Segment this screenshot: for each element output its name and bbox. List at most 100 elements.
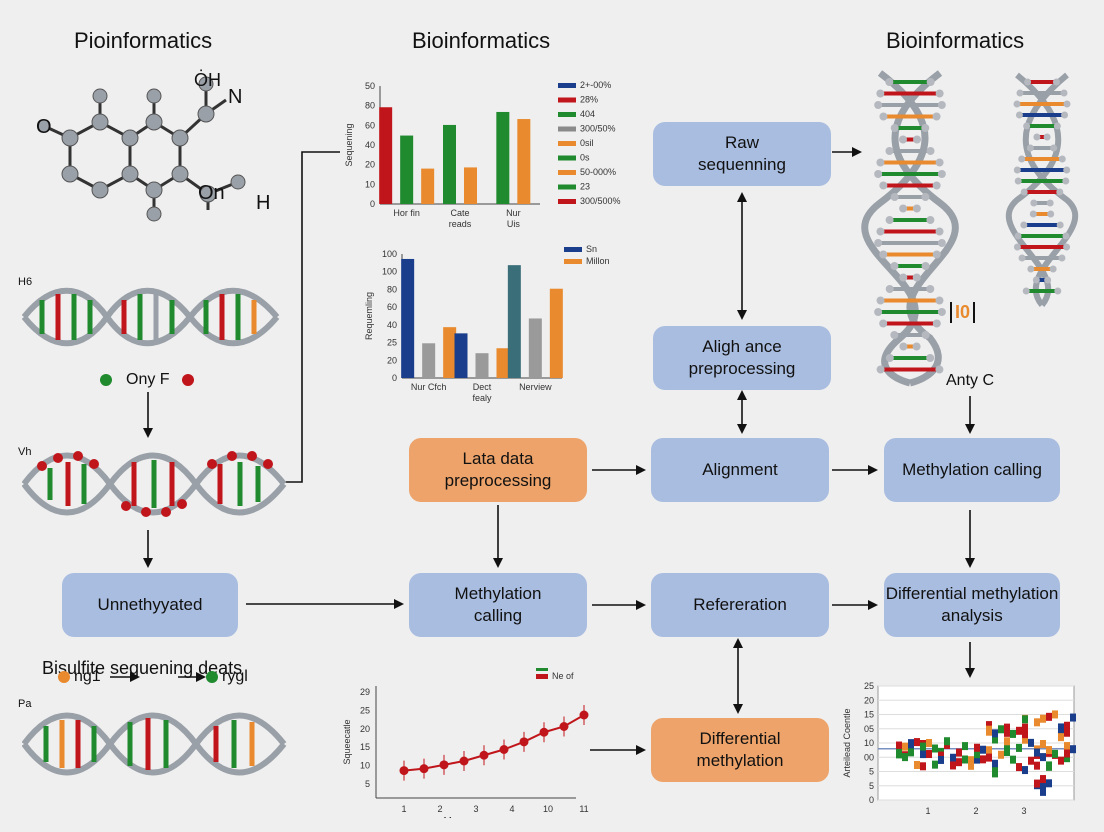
heat-cell bbox=[968, 756, 974, 765]
dna-strand-3 bbox=[22, 712, 287, 776]
y-tick-label: 20 bbox=[387, 355, 397, 365]
y-tick-label: 5 bbox=[365, 779, 370, 789]
heat-cell bbox=[956, 758, 962, 767]
y-tick-label: 25 bbox=[864, 681, 874, 691]
heat-cell bbox=[1040, 753, 1046, 762]
x-tick-label: 3 bbox=[473, 804, 478, 814]
helix-bead bbox=[935, 158, 944, 167]
bar bbox=[401, 258, 415, 378]
legend-swatch bbox=[558, 126, 576, 132]
heat-cell bbox=[986, 746, 992, 755]
helix-bead bbox=[1018, 155, 1026, 163]
helix-bead bbox=[1050, 144, 1058, 152]
helix-bead bbox=[890, 193, 899, 201]
bar bbox=[496, 348, 510, 378]
bar bbox=[443, 124, 456, 204]
data-point bbox=[399, 766, 409, 776]
io-label: I0 bbox=[950, 302, 976, 323]
heat-cell bbox=[1034, 761, 1040, 770]
x-tick-label: 1 bbox=[401, 804, 406, 814]
refereration-box[interactable]: Refereration bbox=[651, 573, 829, 637]
helix-bead bbox=[1020, 221, 1028, 229]
helix-bead bbox=[1062, 232, 1070, 240]
helix-bead bbox=[1063, 100, 1071, 108]
alignment-box[interactable]: Alignment bbox=[651, 438, 829, 502]
methylation-calling-right-box[interactable]: Methylation calling bbox=[884, 438, 1060, 502]
heat-cell bbox=[956, 748, 962, 757]
align-preprocessing-box[interactable]: Aligh ance preprocessing bbox=[653, 326, 831, 390]
helix-bead bbox=[1056, 221, 1064, 229]
heat-cell bbox=[1064, 721, 1070, 730]
y-tick-label: 0 bbox=[869, 795, 874, 805]
heat-cell bbox=[1022, 735, 1028, 744]
helix-bead bbox=[937, 170, 946, 178]
helix-bead bbox=[890, 262, 899, 270]
y-tick-label: 00 bbox=[864, 752, 874, 762]
label-pa: Pa bbox=[18, 698, 32, 710]
trend-line bbox=[403, 714, 585, 772]
helix-bead bbox=[1014, 232, 1022, 240]
helix-bead bbox=[926, 78, 935, 86]
heat-cell bbox=[1040, 775, 1046, 784]
legend-label: Ne of bbox=[552, 671, 574, 681]
heat-cell bbox=[962, 755, 968, 764]
y-tick-label: 60 bbox=[365, 120, 375, 130]
helix-bead bbox=[874, 239, 883, 247]
helix-bead bbox=[1056, 188, 1064, 196]
x-tick-label: 11 bbox=[579, 804, 588, 814]
heat-cell bbox=[1040, 787, 1046, 796]
y-tick-label: 80 bbox=[365, 101, 375, 111]
heat-cell bbox=[998, 725, 1004, 734]
header-left: Pioinformatics bbox=[74, 28, 213, 53]
helix-bead bbox=[1018, 254, 1026, 262]
y-tick-label: 100 bbox=[382, 249, 397, 259]
heat-cell bbox=[950, 753, 956, 762]
data-point bbox=[439, 760, 449, 770]
differential-methylation-box[interactable]: Differential methylation bbox=[651, 718, 829, 782]
heat-cell bbox=[1004, 728, 1010, 737]
data-point bbox=[479, 750, 489, 760]
heat-cell bbox=[938, 751, 944, 760]
helix-bead bbox=[1013, 243, 1021, 251]
label-ryg1: rygl bbox=[222, 668, 248, 685]
helix-bead bbox=[932, 250, 941, 259]
y-tick-label: 10 bbox=[864, 738, 874, 748]
y-tick-label: 40 bbox=[365, 140, 375, 150]
atom-h: H bbox=[256, 192, 271, 214]
heat-cell bbox=[1064, 749, 1070, 758]
y-tick-label: 40 bbox=[387, 320, 397, 330]
differential-analysis-box[interactable]: Differential methylation analysis bbox=[884, 573, 1060, 637]
x-tick-label: Nur bbox=[506, 208, 521, 218]
heat-cell bbox=[1046, 762, 1052, 771]
heat-cell bbox=[974, 750, 980, 759]
helix-bead bbox=[1058, 254, 1066, 262]
heat-cell bbox=[1046, 712, 1052, 721]
header-middle: Bioinformatics bbox=[412, 28, 551, 53]
helix-bead bbox=[937, 239, 946, 247]
heat-cell bbox=[986, 727, 992, 736]
heat-cell bbox=[1040, 781, 1046, 790]
scatter-chart: 5101520252912341011MpueSqueecatleNe of bbox=[342, 668, 589, 818]
heat-cell bbox=[1052, 710, 1058, 719]
atom-on: On bbox=[198, 182, 225, 204]
helix-bead bbox=[1054, 287, 1062, 295]
heat-cell bbox=[1016, 743, 1022, 752]
unmethylated-box[interactable]: Unnethyyated bbox=[62, 573, 238, 637]
helix-bead bbox=[876, 227, 885, 236]
legend-label: 23 bbox=[580, 182, 590, 192]
helix-bead bbox=[1049, 265, 1057, 273]
heat-cell bbox=[962, 742, 968, 751]
heat-cell bbox=[1022, 715, 1028, 724]
helix-bead bbox=[1024, 78, 1032, 86]
helix-bead bbox=[1032, 276, 1040, 284]
heat-cell bbox=[1010, 755, 1016, 764]
lata-preprocessing-box[interactable]: Lata data preprocessing bbox=[409, 438, 587, 502]
label-vh: Vh bbox=[18, 446, 32, 458]
legend-label: 28% bbox=[580, 95, 598, 105]
raw-sequencing-box[interactable]: Raw sequenning bbox=[653, 122, 831, 186]
legend-swatch bbox=[558, 184, 576, 190]
heat-cell bbox=[974, 743, 980, 752]
methylation-calling-box[interactable]: Methylation calling bbox=[409, 573, 587, 637]
bar bbox=[464, 167, 477, 204]
